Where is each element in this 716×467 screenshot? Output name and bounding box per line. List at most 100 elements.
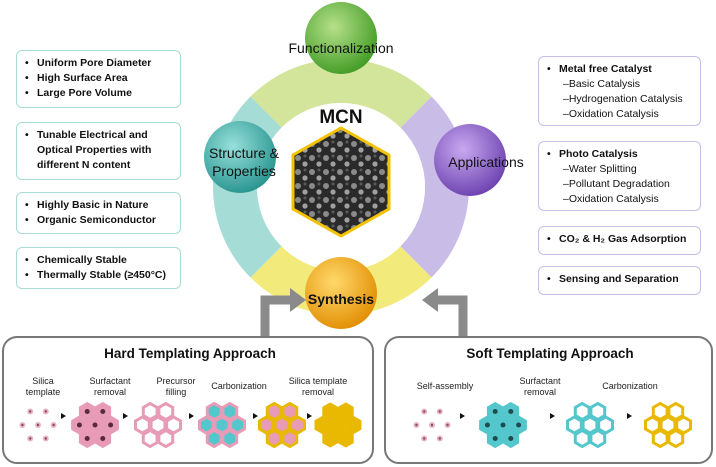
ring-top-segment bbox=[250, 59, 432, 128]
template-particle bbox=[36, 423, 40, 427]
honeycomb-cell bbox=[149, 415, 167, 435]
template-particle bbox=[508, 436, 514, 441]
soft-step-caption: Carbonization bbox=[590, 381, 670, 392]
honeycomb-cell bbox=[597, 415, 614, 435]
hard-step-caption-line: Silica template bbox=[288, 376, 348, 386]
hard-step-arrow bbox=[189, 413, 194, 419]
application-heading: Photo Catalysis bbox=[547, 147, 692, 162]
honeycomb-cell bbox=[651, 428, 669, 449]
hard-step-caption-line: removal bbox=[93, 387, 126, 397]
application-heading: Sensing and Separation bbox=[547, 272, 692, 287]
template-particle bbox=[484, 422, 490, 428]
property-item: Highly Basic in Nature bbox=[25, 198, 172, 213]
template-particle bbox=[29, 410, 32, 413]
honeycomb-cell bbox=[229, 415, 246, 435]
soft-step-caption-line: Carbonization bbox=[602, 381, 658, 391]
honeycomb-cell bbox=[581, 415, 599, 435]
hard-step-caption-line: removal bbox=[301, 387, 334, 397]
honeycomb-cell bbox=[675, 415, 692, 435]
honeycomb-cell bbox=[198, 415, 215, 435]
soft-step-arrow bbox=[627, 413, 632, 419]
hard-step-caption-line: Carbonization bbox=[211, 381, 267, 391]
honeycomb-cell bbox=[651, 401, 669, 422]
honeycomb-cell bbox=[258, 415, 275, 435]
template-particle bbox=[516, 422, 522, 428]
property-item: Chemically Stable bbox=[25, 253, 172, 268]
property-item: Thermally Stable (≥450°C) bbox=[25, 268, 172, 283]
template-particle bbox=[84, 409, 90, 414]
honeycomb-cell bbox=[667, 428, 685, 449]
property-box-pores: Uniform Pore Diameter High Surface Area … bbox=[16, 50, 181, 108]
soft-step2-surfactant-removal bbox=[479, 401, 527, 449]
template-particle bbox=[29, 437, 32, 440]
honeycomb-cell bbox=[265, 401, 283, 422]
hard-step-caption-line: Precursor bbox=[156, 376, 196, 386]
soft-step-caption-line: Surfactant bbox=[519, 376, 561, 386]
applications-label: Applications bbox=[448, 154, 524, 170]
hard-step-arrow bbox=[123, 413, 128, 419]
application-subitem: Hydrogenation Catalysis bbox=[547, 92, 692, 107]
structure-label-line2: Properties bbox=[212, 163, 276, 179]
template-particle bbox=[44, 410, 47, 413]
hard-step-arrow bbox=[61, 413, 66, 419]
functionalization-label: Functionalization bbox=[288, 40, 394, 56]
honeycomb-cell bbox=[330, 415, 346, 435]
synthesis-node-icon bbox=[305, 257, 377, 329]
hard-step-caption-line: filling bbox=[165, 387, 187, 397]
honeycomb-cell bbox=[667, 401, 685, 422]
honeycomb-cell bbox=[205, 428, 223, 449]
honeycomb-cell bbox=[134, 415, 151, 435]
application-subitem: Pollutant Degradation bbox=[547, 177, 692, 192]
step-arrows bbox=[61, 413, 632, 419]
template-particle bbox=[108, 422, 114, 428]
soft-step-arrow bbox=[550, 413, 555, 419]
soft-templating-panel bbox=[384, 336, 713, 464]
hard-step-caption-line: Silica bbox=[32, 376, 54, 386]
honeycomb-cell bbox=[141, 428, 159, 449]
hard-to-synthesis-arrow bbox=[260, 295, 292, 345]
honeycomb-cell bbox=[157, 401, 175, 422]
application-heading: CO₂ & H₂ Gas Adsorption bbox=[547, 232, 692, 247]
structure-properties-label: Structure & Properties bbox=[196, 144, 292, 180]
honeycomb-cell bbox=[566, 415, 583, 435]
functionalization-node-icon bbox=[305, 2, 377, 74]
application-heading: Metal free Catalyst bbox=[547, 62, 692, 77]
template-particle bbox=[415, 423, 418, 427]
honeycomb-cell bbox=[281, 428, 299, 449]
honeycomb-cell bbox=[322, 429, 339, 448]
soft-step-caption: Self-assembly bbox=[410, 381, 480, 392]
property-box-stable: Chemically Stable Thermally Stable (≥450… bbox=[16, 247, 181, 289]
synthesis-label: Synthesis bbox=[307, 291, 375, 307]
honeycomb-cell bbox=[141, 401, 159, 422]
hard-step-caption-line: template bbox=[25, 387, 61, 397]
application-subitem: Water Splitting bbox=[547, 162, 692, 177]
hard-step4-precursor-filling bbox=[198, 401, 246, 449]
property-item: Uniform Pore Diameter bbox=[25, 56, 172, 71]
honeycomb-cell bbox=[345, 415, 362, 435]
soft-templating-title: Soft Templating Approach bbox=[466, 346, 634, 361]
template-particle bbox=[76, 422, 82, 428]
soft-step3-cyan-frame bbox=[566, 401, 614, 449]
honeycomb-cell bbox=[659, 415, 677, 435]
hard-step6-template-removal bbox=[314, 402, 362, 448]
mcn-hexagon-image bbox=[291, 126, 391, 238]
property-item: Large Pore Volume bbox=[25, 86, 172, 101]
honeycomb-cell bbox=[273, 415, 291, 435]
property-box-tunable: Tunable Electrical and Optical Propertie… bbox=[16, 122, 181, 180]
honeycomb-cell bbox=[265, 428, 283, 449]
template-particle bbox=[492, 436, 498, 441]
hard-step1-silica-template bbox=[19, 408, 57, 442]
template-particle bbox=[423, 410, 426, 413]
honeycomb-cell bbox=[314, 415, 331, 435]
application-subitem: Oxidation Catalysis bbox=[547, 107, 692, 122]
hard-arrow-head bbox=[290, 288, 306, 312]
soft-step-caption-line: removal bbox=[523, 387, 556, 397]
hard-step-caption-line: Surfactant bbox=[89, 376, 131, 386]
structure-node-icon bbox=[204, 121, 276, 193]
structure-label-line1: Structure & bbox=[208, 145, 280, 161]
template-particle bbox=[92, 422, 98, 428]
